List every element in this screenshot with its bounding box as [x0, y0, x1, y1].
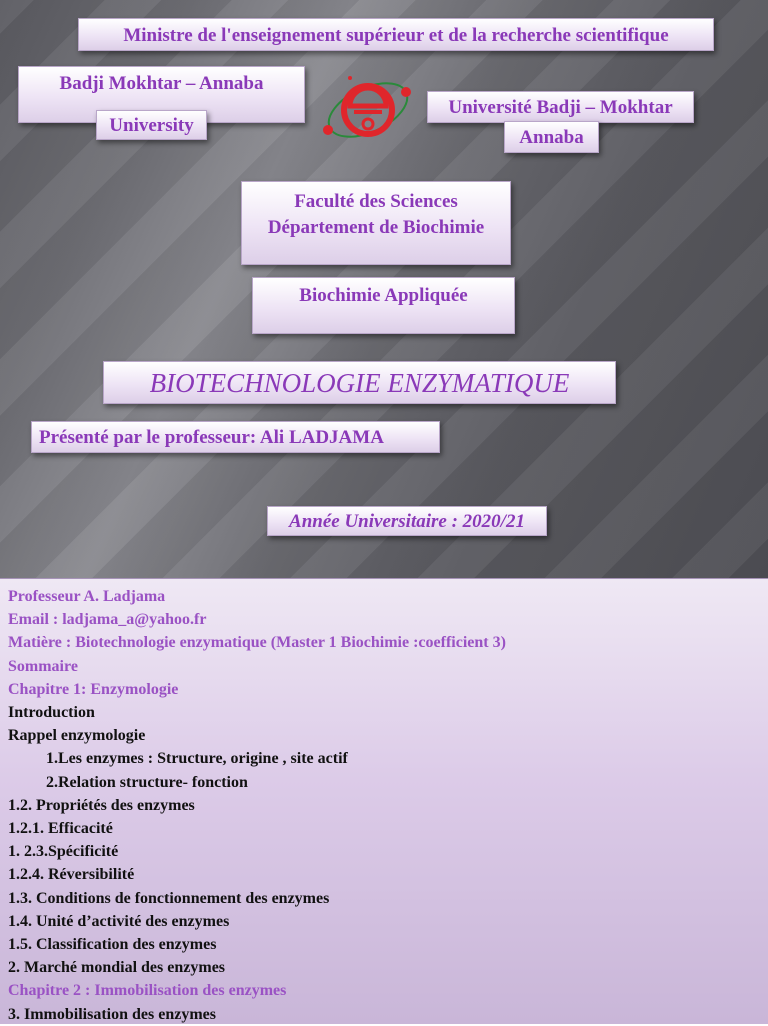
- summary-line: 1.2.4. Réversibilité: [8, 866, 135, 884]
- title-slide: Ministre de l'enseignement supérieur et …: [0, 0, 768, 578]
- summary-line: 1. 2.3.Spécificité: [8, 843, 119, 861]
- summary-line: Chapitre 2 : Immobilisation des enzymes: [8, 982, 287, 1000]
- specialty-label: Biochimie Appliquée: [252, 277, 515, 334]
- summary-line: Introduction: [8, 704, 95, 722]
- academic-year-label: Année Universitaire : 2020/21: [267, 506, 547, 536]
- university-en-line1: Badji Mokhtar – Annaba: [59, 73, 264, 94]
- university-fr-line2: Annaba: [504, 121, 599, 153]
- summary-line: Matière : Biotechnologie enzymatique (Ma…: [8, 634, 506, 652]
- summary-line: 1.2. Propriétés des enzymes: [8, 796, 195, 814]
- summary-line: Email : ladjama_a@yahoo.fr: [8, 611, 207, 629]
- summary-line: Sommaire: [8, 657, 78, 675]
- summary-line: 1.4. Unité d’activité des enzymes: [8, 912, 230, 930]
- summary-line: 1.5. Classification des enzymes: [8, 936, 217, 954]
- course-title: BIOTECHNOLOGIE ENZYMATIQUE: [103, 361, 616, 404]
- university-emblem-icon: [323, 76, 411, 138]
- university-fr-line1: Université Badji – Mokhtar: [427, 91, 694, 123]
- summary-line: 1.Les enzymes : Structure, origine , sit…: [46, 750, 348, 768]
- summary-line: Professeur A. Ladjama: [8, 588, 166, 605]
- university-en-line2: University: [96, 110, 207, 140]
- ministry-label: Ministre de l'enseignement supérieur et …: [78, 18, 714, 51]
- presenter-label: Présenté par le professeur: Ali LADJAMA: [31, 421, 440, 453]
- department-label: Département de Biochimie: [267, 217, 485, 238]
- faculty-label: Faculté des Sciences: [294, 191, 458, 212]
- summary-line: 1.3. Conditions de fonctionnement des en…: [8, 889, 330, 907]
- summary-line: Chapitre 1: Enzymologie: [8, 680, 179, 698]
- summary-line: 1.2.1. Efficacité: [8, 820, 113, 838]
- summary-line: 3. Immobilisation des enzymes: [8, 1005, 216, 1023]
- summary-line: Rappel enzymologie: [8, 727, 146, 745]
- faculty-box: Faculté des Sciences Département de Bioc…: [241, 181, 511, 265]
- summary-line: 2.Relation structure- fonction: [46, 773, 248, 791]
- summary-line: 2. Marché mondial des enzymes: [8, 959, 226, 977]
